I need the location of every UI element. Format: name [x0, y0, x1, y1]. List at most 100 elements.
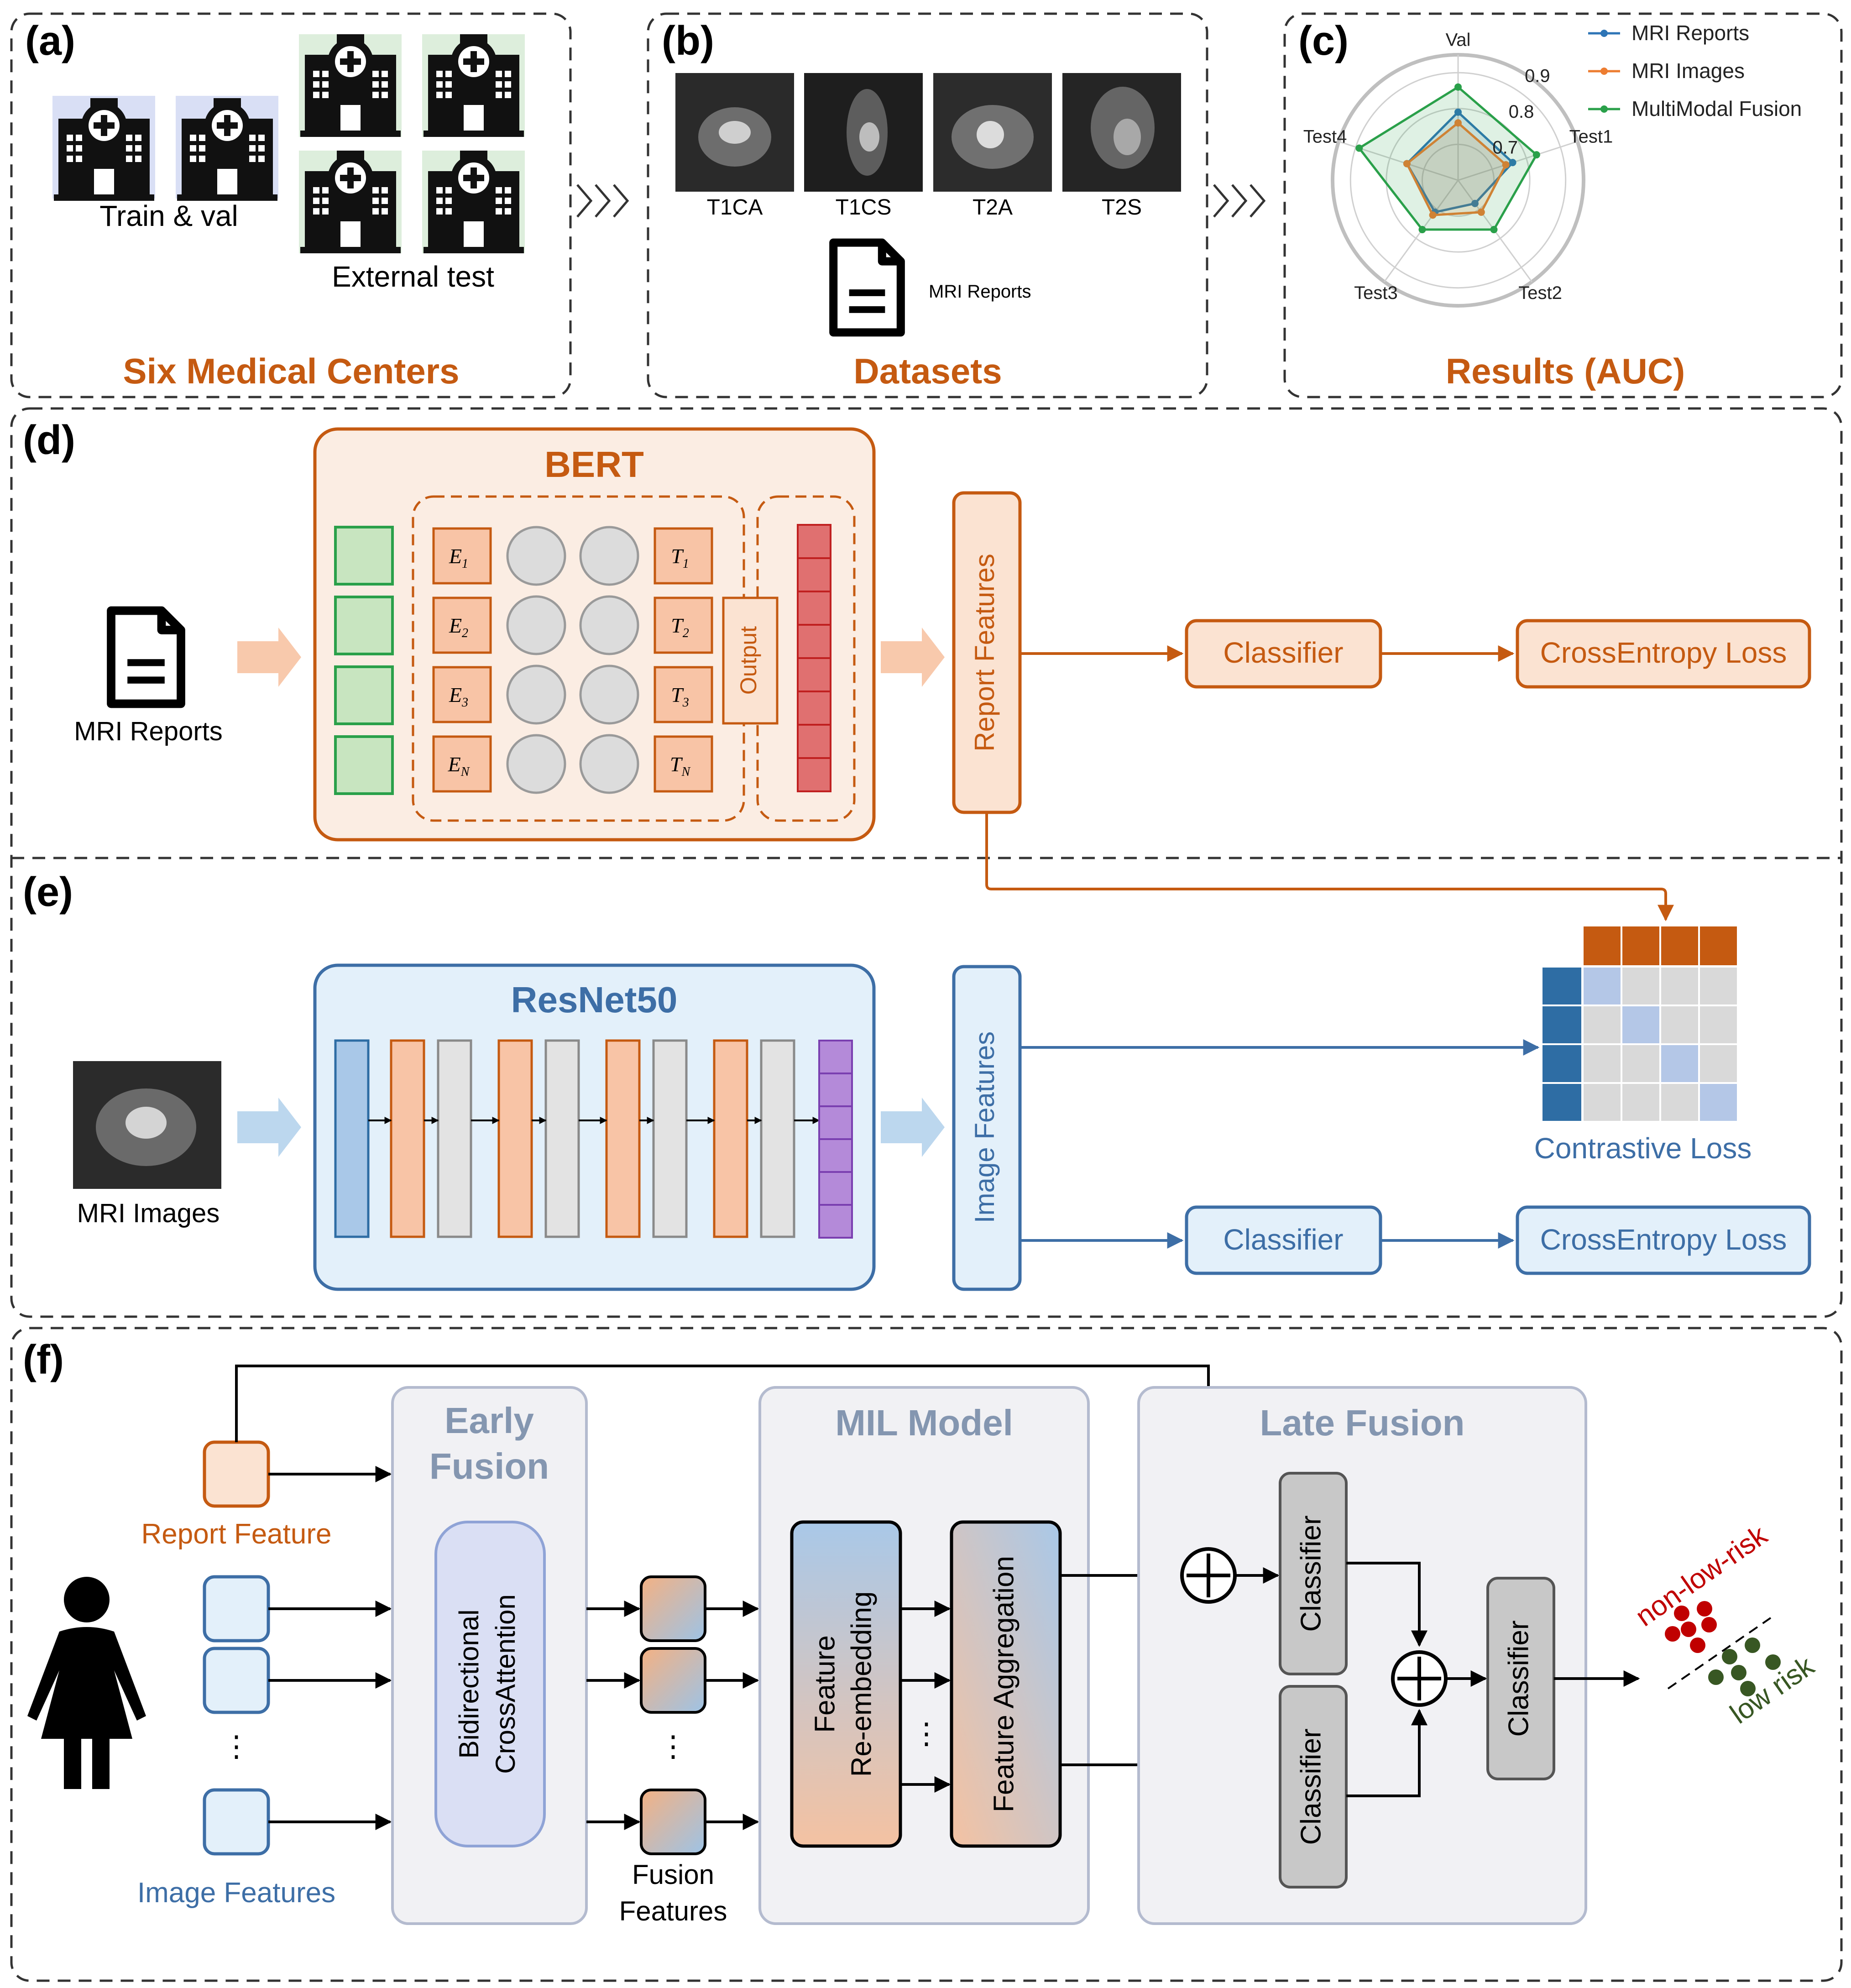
cross-attention-label-2: CrossAttention — [490, 1594, 521, 1774]
embedding-token — [432, 666, 492, 723]
sequence-label-3: T2A — [973, 195, 1013, 220]
pool-layer — [544, 1039, 580, 1238]
radar-point — [1429, 211, 1437, 219]
hidden-unit — [506, 595, 566, 655]
legend-marker — [1600, 105, 1608, 113]
resnet-title: ResNet50 — [511, 979, 678, 1020]
report-embedding-cell — [1622, 926, 1659, 965]
vector-cell — [797, 657, 831, 692]
embedding-token — [432, 596, 492, 654]
image-embedding-cell — [1542, 1084, 1581, 1121]
radar-point — [1418, 226, 1426, 234]
embedding-token — [432, 527, 492, 585]
legend-marker — [1600, 30, 1608, 37]
conv-layer — [390, 1039, 425, 1238]
early-fusion-title-1: Early — [444, 1400, 534, 1441]
feature-cell — [818, 1105, 853, 1140]
radar-series-3 — [1357, 85, 1538, 231]
resnet-layers — [334, 1039, 853, 1239]
mri-image-thumbnail — [73, 1061, 221, 1189]
test-hospitals — [299, 34, 525, 253]
output-token-label: T1 — [671, 544, 689, 571]
similarity-cell — [1700, 968, 1737, 1004]
similarity-cell — [1622, 1084, 1659, 1121]
mil-title: MIL Model — [835, 1402, 1013, 1443]
encoder-region — [412, 495, 745, 822]
panel-a-tag: (a) — [25, 18, 75, 64]
fusion-ellipsis: ⋮ — [659, 1730, 688, 1763]
radar-point — [1454, 108, 1462, 116]
output-box — [722, 596, 779, 725]
output-token-subscript: 2 — [683, 626, 689, 640]
feature-aggregation-module — [950, 1520, 1062, 1848]
mri-thumbnails — [675, 73, 1181, 192]
pool-layer — [652, 1039, 688, 1238]
flow-arrow — [881, 1098, 945, 1157]
panel-f-tag: (f) — [23, 1337, 64, 1383]
flow-arrow — [1346, 1709, 1427, 1797]
hidden-unit — [506, 526, 566, 586]
ce-loss-e — [1516, 1205, 1811, 1275]
mri-images-input-label: MRI Images — [77, 1198, 220, 1228]
radar-point — [1509, 159, 1516, 167]
chevron-icon — [576, 184, 629, 218]
feature-cell — [818, 1072, 853, 1107]
vector-cell — [797, 557, 831, 592]
radar-series-2 — [1405, 121, 1507, 216]
conv-layer — [497, 1039, 533, 1238]
panel-c-tag: (c) — [1298, 18, 1349, 64]
image-embedding-cell — [1542, 1006, 1581, 1043]
radar-point — [1403, 160, 1411, 167]
similarity-cell — [1661, 1045, 1698, 1082]
fusion-features-label-1: Fusion — [632, 1859, 714, 1890]
radar-point — [1502, 161, 1510, 169]
woman-icon — [27, 1577, 146, 1789]
embedding-token — [432, 735, 492, 793]
reembed-label-1: Feature — [809, 1635, 841, 1733]
radar-tick-label: 0.9 — [1525, 66, 1550, 86]
early-fusion-title-2: Fusion — [429, 1446, 549, 1486]
ce-loss-d — [1516, 619, 1811, 689]
panel-e-tag: (e) — [23, 869, 73, 915]
risk-output — [1665, 1601, 1781, 1696]
flow-arrow — [881, 628, 945, 687]
vector-cell — [797, 524, 831, 559]
output-token — [654, 527, 713, 585]
contrastive-loss-label: Contrastive Loss — [1534, 1132, 1752, 1165]
fusion-feature-boxes — [640, 1575, 706, 1855]
panel-f-frame — [10, 1327, 1843, 1982]
report-embedding-cell — [1661, 926, 1698, 965]
radar-point — [1532, 151, 1540, 159]
hidden-unit — [579, 734, 639, 794]
similarity-cell — [1584, 1084, 1621, 1121]
hidden-unit — [579, 664, 639, 725]
image-embedding-cell — [1542, 1045, 1581, 1082]
flow-arrow — [237, 628, 301, 687]
similarity-matrix — [1542, 926, 1737, 1121]
image-embedding-cell — [1542, 968, 1581, 1004]
vector-cell — [797, 591, 831, 626]
feature-cell — [818, 1138, 853, 1173]
classifier-e-label: Classifier — [1223, 1223, 1343, 1256]
pool-layer — [437, 1039, 472, 1238]
chevron-icon — [1213, 184, 1266, 218]
classifier-late-1-label: Classifier — [1295, 1516, 1327, 1632]
similarity-cell — [1584, 968, 1621, 1004]
image-feature-boxes — [203, 1575, 270, 1856]
similarity-cell — [1622, 1045, 1659, 1082]
document-icon — [111, 611, 181, 704]
embedding-subscript: 1 — [462, 557, 468, 571]
embedding-label: EN — [448, 753, 470, 779]
ce-loss-d-label: CrossEntropy Loss — [1540, 636, 1787, 669]
radar-axis-label: Val — [1446, 30, 1471, 50]
legend-label: MRI Images — [1631, 59, 1745, 83]
report-feature-label: Report Feature — [141, 1518, 332, 1550]
flow-arrow — [237, 1098, 301, 1157]
input-layer — [334, 1039, 370, 1238]
vector-cell — [797, 724, 831, 759]
radar-axis-label: Test4 — [1303, 126, 1347, 146]
